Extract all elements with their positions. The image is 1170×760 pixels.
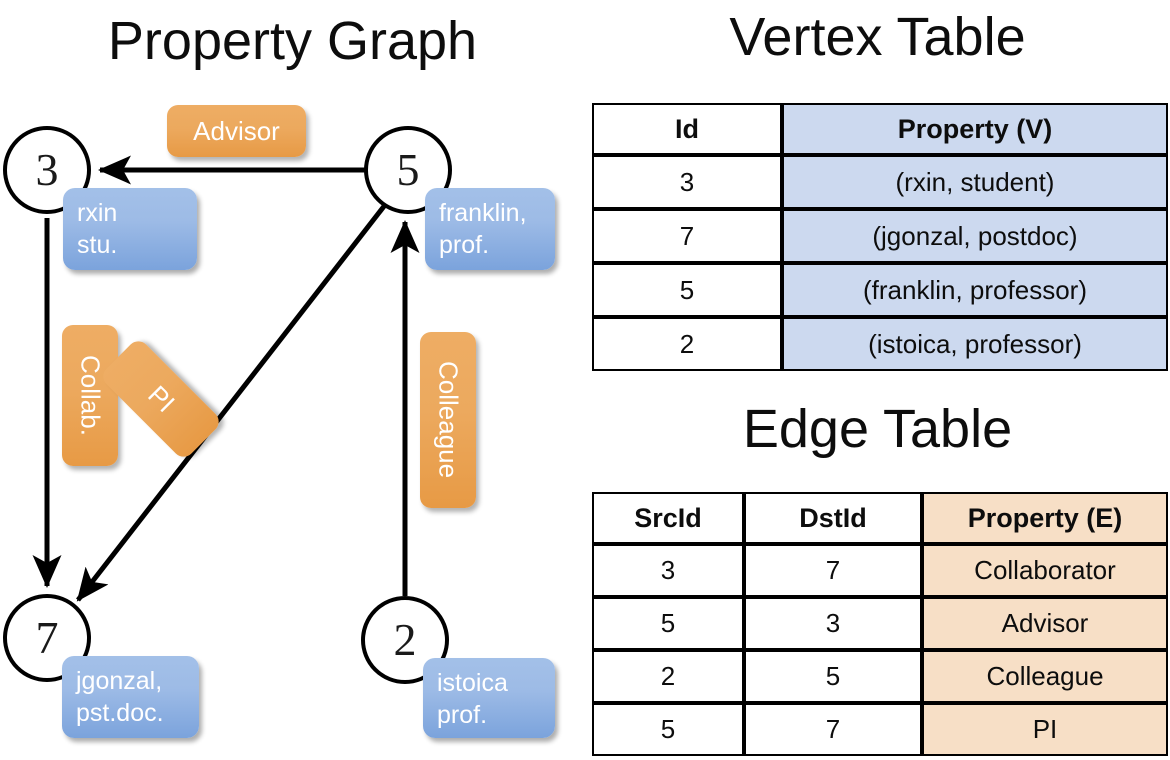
table-row[interactable]: 3 7 Collaborator (592, 544, 1168, 597)
vertex-3-property-line2: stu. (77, 231, 118, 259)
vertex-7-property-line2: pst.doc. (76, 699, 164, 727)
property-graph-title: Property Graph (107, 11, 478, 71)
table-row[interactable]: 5 (franklin, professor) (592, 263, 1168, 317)
edge-row-1-dst: 3 (744, 597, 922, 650)
edge-row-1-src: 5 (592, 597, 744, 650)
edge-row-2-property: Colleague (922, 650, 1168, 703)
vertex-table-col-id: Id (592, 103, 782, 155)
edge-label-collab-text: Collab. (75, 355, 106, 436)
edge-table-col-srcid: SrcId (592, 492, 744, 544)
edge-table-title: Edge Table (742, 399, 1013, 459)
table-row[interactable]: 2 (istoica, professor) (592, 317, 1168, 371)
edge-label-colleague-text: Colleague (433, 361, 464, 479)
vertex-5-property-line2: prof. (439, 231, 490, 259)
vertex-table-title: Vertex Table (729, 7, 1026, 67)
table-row[interactable]: 5 7 PI (592, 703, 1168, 756)
vertex-row-3-id: 2 (592, 317, 782, 371)
vertex-row-2-id: 5 (592, 263, 782, 317)
edge-label-advisor-text: Advisor (193, 115, 280, 146)
vertex-7-property-line1: jgonzal, (76, 667, 163, 695)
table-row[interactable]: 7 (jgonzal, postdoc) (592, 209, 1168, 263)
edge-table-col-dstid: DstId (744, 492, 922, 544)
vertex-2-property-line2: prof. (437, 701, 488, 729)
vertex-5-property-line1: franklin, (439, 199, 527, 227)
edge-label-advisor: Advisor (167, 105, 306, 157)
edge-row-2-src: 2 (592, 650, 744, 703)
edge-table-header-row: SrcId DstId Property (E) (592, 492, 1168, 544)
edge-row-0-src: 3 (592, 544, 744, 597)
vertex-table: Id Property (V) 3 (rxin, student) 7 (jgo… (592, 103, 1168, 371)
edge-row-0-property: Collaborator (922, 544, 1168, 597)
edge-label-colleague: Colleague (420, 332, 476, 508)
vertex-row-1-property: (jgonzal, postdoc) (782, 209, 1168, 263)
edge-label-collab: Collab. (62, 325, 118, 466)
vertex-table-header-row: Id Property (V) (592, 103, 1168, 155)
vertex-table-col-property: Property (V) (782, 103, 1168, 155)
vertex-row-2-property: (franklin, professor) (782, 263, 1168, 317)
vertex-node-2[interactable] (361, 596, 449, 684)
edge-row-3-property: PI (922, 703, 1168, 756)
vertex-row-0-id: 3 (592, 155, 782, 209)
vertex-3-property-callout: rxin stu. (63, 188, 197, 270)
table-row[interactable]: 2 5 Colleague (592, 650, 1168, 703)
edge-label-pi-text: PI (142, 379, 181, 418)
edge-row-0-dst: 7 (744, 544, 922, 597)
edge-row-3-src: 5 (592, 703, 744, 756)
edge-row-2-dst: 5 (744, 650, 922, 703)
edge-table-col-property: Property (E) (922, 492, 1168, 544)
graph-edges-svg (32, 155, 420, 602)
vertex-2-property-line1: istoica (437, 669, 508, 697)
vertex-5-property-callout: franklin, prof. (425, 188, 555, 270)
edge-row-3-dst: 7 (744, 703, 922, 756)
table-row[interactable]: 3 (rxin, student) (592, 155, 1168, 209)
vertex-7-property-callout: jgonzal, pst.doc. (62, 656, 199, 738)
table-row[interactable]: 5 3 Advisor (592, 597, 1168, 650)
vertex-2-property-callout: istoica prof. (423, 658, 555, 738)
edge-row-1-property: Advisor (922, 597, 1168, 650)
property-graph-diagram: 3 rxin stu. 5 franklin, prof. 7 jgonzal,… (3, 105, 555, 738)
edge-table: SrcId DstId Property (E) 3 7 Collaborato… (592, 492, 1168, 756)
vertex-3-property-line1: rxin (77, 199, 118, 227)
vertex-row-1-id: 7 (592, 209, 782, 263)
edge-5-to-7-pi (76, 203, 387, 602)
vertex-row-3-property: (istoica, professor) (782, 317, 1168, 371)
vertex-row-0-property: (rxin, student) (782, 155, 1168, 209)
